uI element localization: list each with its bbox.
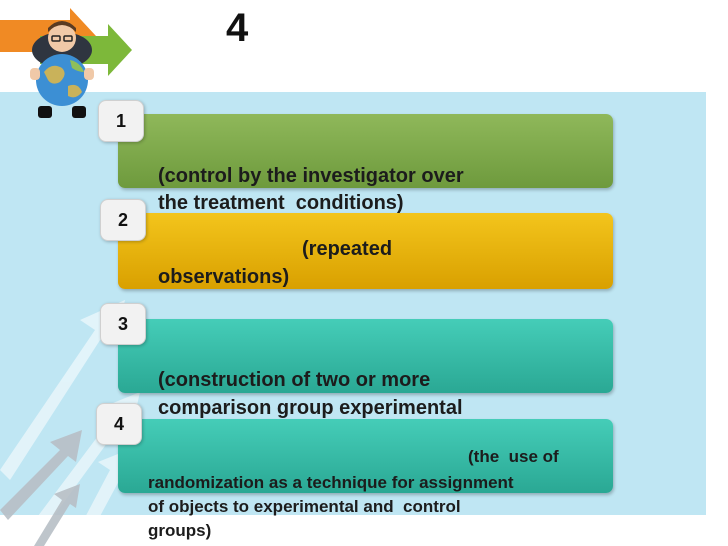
- item-bar-1: [118, 114, 613, 188]
- item-1-text-line2: the treatment conditions): [158, 192, 404, 214]
- item-4-text-line4: groups): [148, 521, 212, 540]
- item-3-text-line2: comparison group experimental: [158, 397, 463, 419]
- item-3-text-line1: (construction of two or more: [158, 369, 431, 391]
- item-4-text-line1: (the use of: [468, 447, 559, 466]
- slide-title: 4: [226, 6, 249, 50]
- item-number-badge-4: 4: [96, 403, 142, 445]
- item-bar-3: [118, 319, 613, 393]
- item-number-badge-2: 2: [100, 199, 146, 241]
- item-4-text-line2: randomization as a technique for assignm…: [148, 473, 514, 492]
- item-4-text-line3: of objects to experimental and control: [148, 497, 461, 516]
- businessman-holding-globe-icon: [30, 21, 94, 118]
- item-number-badge-3: 3: [100, 303, 146, 345]
- item-number-badge-1: 1: [98, 100, 144, 142]
- item-bar-4: [118, 419, 613, 493]
- item-2-text-line1: (repeated: [302, 238, 393, 260]
- item-bar-2: [118, 213, 613, 289]
- item-1-text-line1: (control by the investigator over: [158, 165, 464, 187]
- item-2-text-line2: observations): [158, 266, 290, 288]
